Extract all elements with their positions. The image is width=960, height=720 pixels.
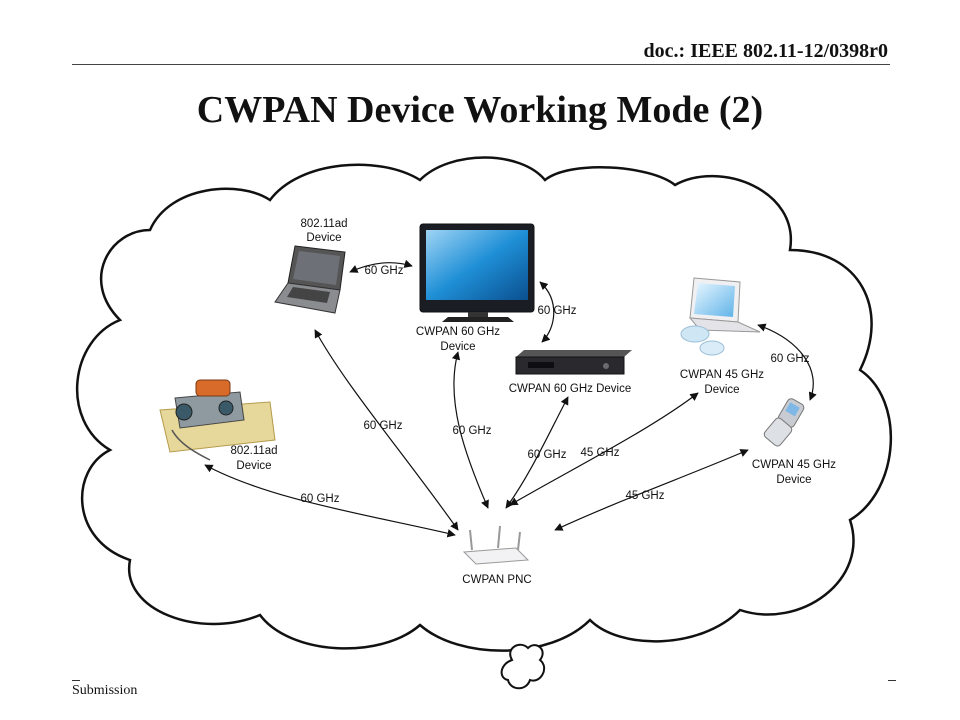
label-projector-line2: Device <box>236 460 271 472</box>
label-pnc-projector: 60 GHz <box>301 493 340 505</box>
footer-dash-right <box>888 680 896 681</box>
label-pnc-laptop: 60 GHz <box>364 420 403 432</box>
footer-dash-left <box>72 680 80 681</box>
label-pnc-settop: 60 GHz <box>528 449 567 461</box>
label-laptop45-line1: CWPAN 45 GHz <box>680 369 764 381</box>
link-laptop45-phone <box>757 323 817 401</box>
link-pnc-projector <box>204 464 456 538</box>
link-laptop-monitor <box>349 259 413 273</box>
thought-bubble <box>500 643 546 690</box>
link-monitor-settop <box>539 281 555 343</box>
label-pnc-laptop45: 45 GHz <box>581 447 620 459</box>
label-laptop45-line2: Device <box>704 384 739 396</box>
projector-icon <box>159 379 276 461</box>
header-rule <box>72 64 890 65</box>
label-settop: CWPAN 60 GHz Device <box>509 383 631 395</box>
slide-title: CWPAN Device Working Mode (2) <box>196 89 764 131</box>
laptop-80211ad-icon <box>274 245 346 314</box>
label-phone-line1: CWPAN 45 GHz <box>752 459 836 471</box>
label-phone-line2: Device <box>776 474 811 486</box>
label-pnc: CWPAN PNC <box>462 574 531 586</box>
label-pnc-phone: 45 GHz <box>626 490 665 502</box>
label-projector-line1: 802.11ad <box>230 445 277 457</box>
label-monitor-line2: Device <box>440 341 475 353</box>
link-pnc-phone <box>554 449 749 531</box>
settop-box-icon <box>515 350 632 375</box>
label-laptop-80211ad-line1: 802.11ad <box>300 218 347 230</box>
link-pnc-monitor <box>451 351 489 509</box>
label-monitor-line1: CWPAN 60 GHz <box>416 326 500 338</box>
access-point-icon <box>462 525 530 565</box>
footer-submission: Submission <box>72 683 138 698</box>
monitor-icon <box>419 223 535 322</box>
label-laptop-80211ad-line2: Device <box>306 232 341 244</box>
label-monitor-settop: 60 GHz <box>538 305 577 317</box>
label-pnc-monitor: 60 GHz <box>453 425 492 437</box>
label-laptop-monitor: 60 GHz <box>365 265 404 277</box>
laptop-45ghz-icon <box>680 277 761 356</box>
doc-id: doc.: IEEE 802.11-12/0398r0 <box>643 40 888 62</box>
label-laptop45-phone: 60 GHz <box>771 353 810 365</box>
phone-icon <box>763 398 805 447</box>
